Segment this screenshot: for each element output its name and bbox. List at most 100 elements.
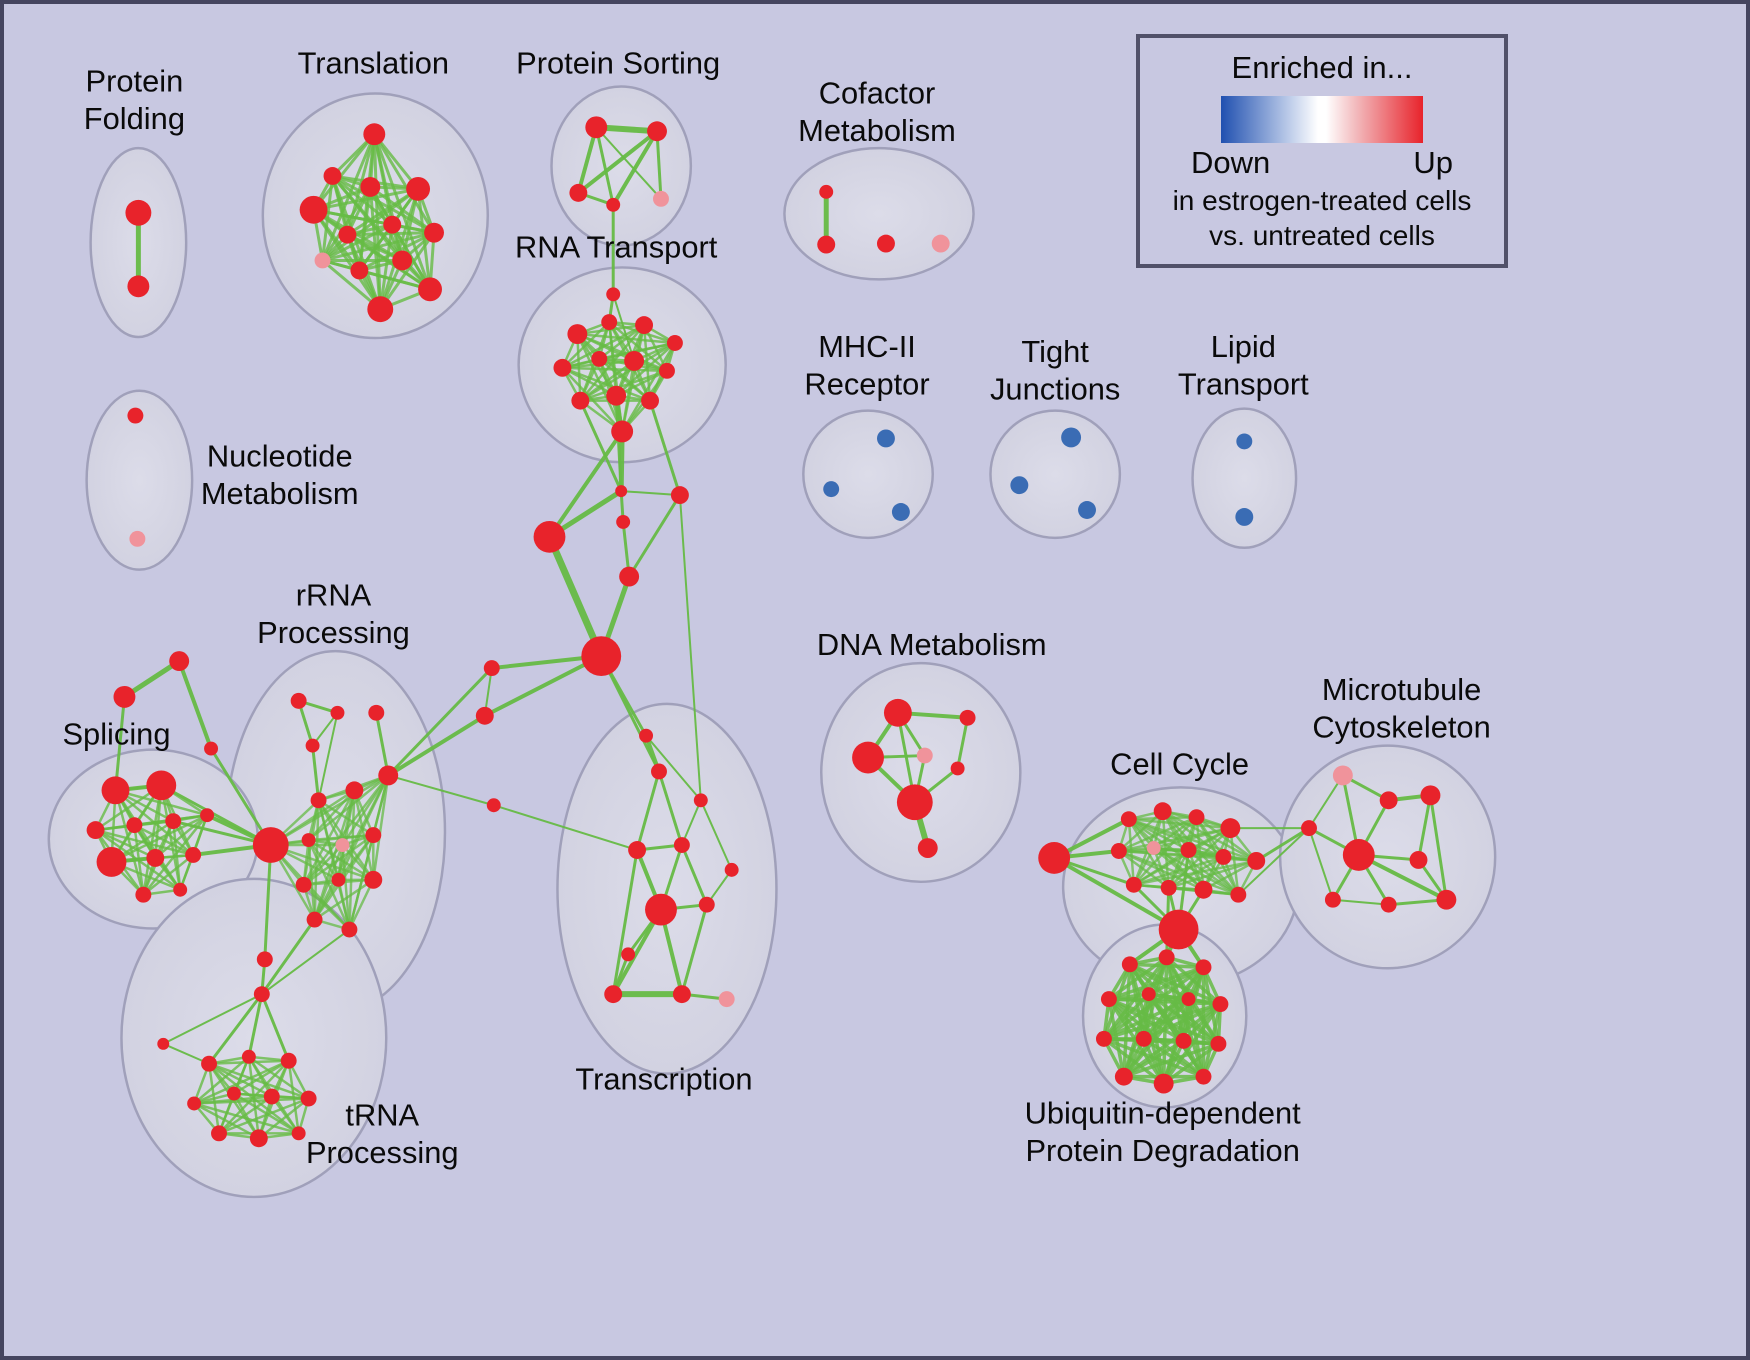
- network-edge: [1142, 1002, 1223, 1041]
- network-node: [819, 184, 834, 199]
- network-node: [615, 485, 628, 498]
- network-node: [249, 1129, 268, 1148]
- network-node: [1215, 849, 1232, 865]
- network-node: [950, 761, 965, 776]
- cluster-label-lipid-transport: Transport: [1178, 367, 1309, 402]
- network-node: [201, 1055, 218, 1072]
- network-edge: [1102, 992, 1151, 1041]
- network-edge: [192, 1059, 290, 1105]
- network-edge: [321, 187, 420, 262]
- network-node: [533, 520, 566, 553]
- network-edge: [94, 828, 157, 860]
- network-node: [698, 896, 715, 913]
- network-edge: [680, 843, 709, 907]
- network-node: [135, 886, 152, 903]
- network-edge: [546, 533, 605, 660]
- network-edge: [1102, 1002, 1223, 1041]
- network-node: [916, 747, 933, 764]
- network-node: [96, 847, 127, 877]
- network-edge: [1132, 855, 1225, 887]
- network-edge: [1229, 826, 1240, 896]
- network-edge: [1308, 827, 1334, 901]
- network-edge: [1117, 849, 1240, 896]
- network-edge: [142, 813, 209, 896]
- network-edge: [1132, 859, 1258, 887]
- network-node: [127, 275, 150, 298]
- network-edge: [576, 125, 599, 195]
- network-node: [406, 176, 431, 201]
- network-edge: [1237, 827, 1311, 896]
- network-node: [641, 391, 659, 410]
- cluster-label-cofactor-metabolism: Cofactor: [819, 75, 936, 110]
- network-node: [299, 195, 328, 224]
- cluster-label-nucleotide-metabolism: Nucleotide: [207, 438, 353, 473]
- network-node: [418, 277, 442, 302]
- network-node: [1301, 820, 1317, 837]
- legend: Enriched in... Down Up in estrogen-treat…: [1136, 34, 1508, 268]
- cluster-label-cell-cycle: Cell Cycle: [1110, 746, 1249, 781]
- network-edge: [1202, 859, 1258, 892]
- network-edge: [1428, 793, 1448, 902]
- network-edge: [576, 129, 659, 195]
- network-edge: [263, 843, 273, 961]
- network-edge: [1122, 1039, 1186, 1079]
- network-node: [204, 741, 219, 756]
- network-edge: [645, 734, 702, 802]
- network-edge: [1122, 992, 1151, 1079]
- network-node: [1078, 501, 1096, 519]
- network-node: [146, 849, 165, 867]
- network-node: [1146, 841, 1161, 855]
- network-node: [1153, 1073, 1174, 1094]
- network-edge: [1152, 826, 1232, 850]
- network-node: [241, 1049, 256, 1064]
- network-node: [256, 951, 273, 968]
- network-node: [341, 921, 358, 938]
- network-node: [931, 234, 950, 253]
- network-edge: [348, 878, 375, 931]
- network-node: [338, 225, 357, 244]
- network-node: [917, 838, 938, 858]
- network-node: [1380, 896, 1397, 913]
- network-node: [1332, 765, 1353, 786]
- network-node: [335, 838, 350, 852]
- network-node: [101, 776, 130, 805]
- cluster-ellipse-lipid-transport: [1191, 407, 1298, 550]
- legend-context-line2: vs. untreated cells: [1209, 220, 1435, 251]
- network-node: [653, 190, 669, 207]
- cluster-label-tight-junctions: Tight: [1021, 334, 1089, 369]
- network-edge: [1356, 852, 1449, 902]
- network-node: [718, 991, 735, 1008]
- network-node: [1195, 1068, 1212, 1085]
- network-node: [553, 358, 572, 377]
- network-edge: [657, 769, 684, 847]
- network-node: [300, 1090, 317, 1107]
- network-node: [360, 176, 381, 197]
- network-edge: [321, 223, 394, 262]
- network-edge: [594, 125, 615, 207]
- cluster-label-microtubule-cytoskeleton: Microtubule: [1322, 672, 1481, 707]
- network-edge: [162, 993, 263, 1045]
- cluster-label-transcription: Transcription: [575, 1062, 752, 1097]
- network-edge: [680, 799, 702, 847]
- cluster-ellipse-mhc-ii-receptor: [802, 409, 934, 540]
- network-node: [157, 1037, 170, 1050]
- network-node: [345, 781, 364, 800]
- legend-down-label: Down: [1191, 145, 1271, 180]
- network-edge: [302, 843, 344, 887]
- network-edge: [1127, 817, 1258, 863]
- network-edge: [578, 399, 623, 493]
- cluster-label-nucleotide-metabolism: Metabolism: [201, 476, 359, 511]
- network-node: [165, 813, 182, 830]
- network-edge: [678, 494, 702, 802]
- network-edge: [317, 711, 339, 802]
- network-node: [1153, 802, 1172, 821]
- network-node: [606, 385, 627, 406]
- network-edge: [1107, 955, 1169, 1001]
- network-edge: [192, 1055, 251, 1105]
- network-node: [1180, 842, 1197, 858]
- network-edge: [160, 784, 182, 892]
- network-node: [891, 503, 910, 521]
- network-node: [383, 215, 402, 234]
- network-edge: [680, 903, 709, 996]
